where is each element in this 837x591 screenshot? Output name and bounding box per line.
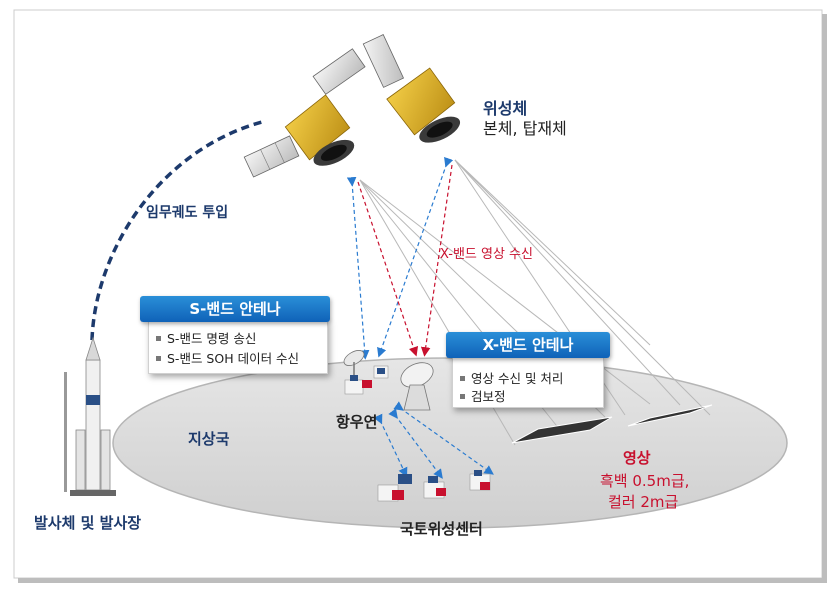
satellite-title: 위성체 — [483, 99, 528, 118]
frame-shadow-right — [822, 14, 827, 582]
orbit-insertion-label: 임무궤도 투입 — [146, 205, 229, 221]
x-band-antenna-icon — [400, 362, 434, 411]
x-band-item-text: 검보정 — [471, 389, 506, 404]
bullet-icon — [156, 336, 161, 341]
s-band-item: S-밴드 SOH 데이터 수신 — [156, 348, 299, 367]
ngii-building-icon — [377, 470, 491, 502]
satellite-1 — [243, 48, 366, 178]
s-band-item: S-밴드 명령 송신 — [156, 328, 256, 347]
kari-label: 항우연 — [336, 413, 378, 431]
rocket-icon — [64, 336, 116, 496]
s-band-link — [346, 176, 370, 360]
swath-patch — [511, 416, 613, 444]
ngii-center-label: 국토위성센터 — [400, 520, 483, 538]
kari-building-icon — [344, 365, 389, 395]
image-line-1: 흑백 0.5m급, — [600, 472, 690, 490]
ground-station-label: 지상국 — [188, 430, 230, 448]
image-line-2: 컬러 2m급 — [608, 493, 679, 511]
xband-reception-label: X-밴드 영상 수신 — [440, 247, 533, 262]
launcher-label: 발사체 및 발사장 — [34, 514, 142, 532]
ground-links — [373, 401, 494, 479]
s-band-antenna-icon — [343, 350, 365, 375]
x-band-panel — [452, 356, 604, 408]
s-band-item-text: S-밴드 SOH 데이터 수신 — [167, 351, 300, 366]
x-band-link — [357, 181, 419, 357]
x-band-item: 검보정 — [460, 386, 506, 405]
launch-trajectory — [90, 120, 263, 341]
s-band-title: S-밴드 안테나 — [140, 296, 330, 322]
satellite-2 — [362, 34, 461, 143]
frame-shadow-bottom — [18, 578, 827, 583]
s-band-link — [377, 156, 454, 358]
x-band-title: X-밴드 안테나 — [446, 332, 610, 358]
x-band-item: 영상 수신 및 처리 — [460, 368, 563, 387]
image-title: 영상 — [623, 449, 651, 467]
s-band-panel — [148, 320, 328, 374]
satellite-subtitle: 본체, 탑재체 — [483, 119, 567, 138]
x-band-link — [420, 164, 453, 357]
bullet-icon — [156, 356, 161, 361]
bullet-icon — [460, 394, 465, 399]
s-band-item-text: S-밴드 명령 송신 — [167, 331, 257, 346]
swath-patch — [627, 404, 713, 427]
bullet-icon — [460, 376, 465, 381]
x-band-item-text: 영상 수신 및 처리 — [471, 371, 564, 386]
